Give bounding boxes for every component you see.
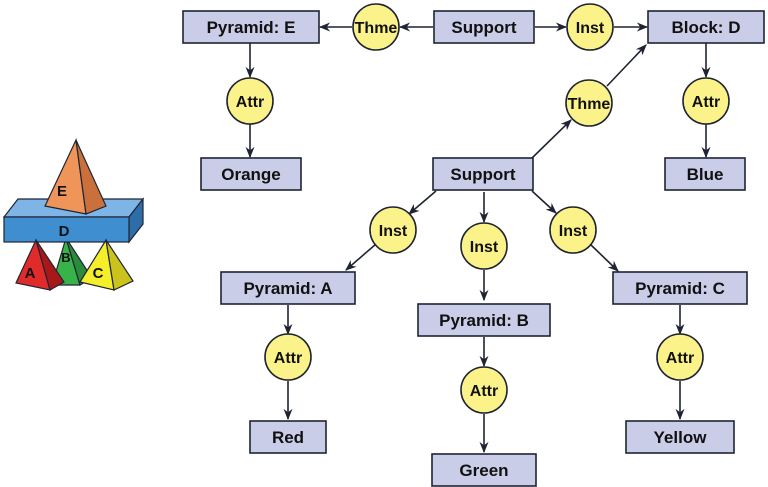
node-orange: Orange (200, 157, 302, 191)
svg-text:Attr: Attr (470, 383, 498, 400)
node-pyramid-c: Pyramid: C (612, 271, 748, 305)
relation-inst-a: Inst (369, 206, 417, 254)
svg-text:Thme: Thme (568, 96, 611, 113)
node-green: Green (431, 453, 537, 487)
svg-text:Block: D: Block: D (672, 18, 741, 37)
svg-text:Blue: Blue (687, 165, 724, 184)
svg-text:Support: Support (450, 165, 515, 184)
relation-attr-a: Attr (264, 333, 312, 381)
node-red: Red (249, 420, 327, 454)
svg-text:Attr: Attr (274, 350, 302, 367)
svg-text:Red: Red (272, 428, 304, 447)
relation-inst-top: Inst (566, 3, 614, 51)
svg-text:Pyramid: B: Pyramid: B (439, 311, 529, 330)
relation-attr-b: Attr (460, 366, 508, 414)
node-pyramid-e: Pyramid: E (182, 10, 320, 44)
edge-inst-c-pyramid-c (589, 243, 619, 272)
svg-text:Orange: Orange (221, 165, 281, 184)
edge-support-inst-a (408, 190, 437, 215)
node-yellow: Yellow (625, 420, 735, 454)
svg-text:Attr: Attr (236, 94, 264, 111)
svg-text:Pyramid: C: Pyramid: C (635, 279, 725, 298)
relation-attr-d: Attr (682, 77, 730, 125)
scene-label-e: E (57, 183, 67, 200)
pyramid-e-shape (44, 137, 107, 215)
relation-attr-e: Attr (226, 77, 274, 125)
relation-thme-top: Thme (352, 3, 400, 51)
relation-inst-b: Inst (460, 222, 508, 270)
edge-thme-block-d (606, 44, 647, 87)
node-support-mid: Support (432, 157, 534, 191)
scene-label-a: A (25, 265, 36, 282)
edge-support-thme-mid (531, 119, 572, 159)
svg-text:Thme: Thme (355, 20, 398, 37)
svg-text:Yellow: Yellow (654, 428, 708, 447)
scene-label-c: C (93, 265, 104, 282)
concept-nodes: Pyramid: E Support Block: D Orange Blue … (182, 10, 765, 487)
svg-text:Inst: Inst (379, 223, 408, 240)
scene-illustration: E D A B C (2, 137, 145, 291)
svg-text:Attr: Attr (666, 350, 694, 367)
relation-thme-mid: Thme (565, 79, 613, 127)
relation-attr-c: Attr (656, 333, 704, 381)
svg-text:Support: Support (451, 18, 516, 37)
edge-support-inst-c (531, 190, 557, 214)
node-pyramid-a: Pyramid: A (220, 271, 356, 305)
pyramid-c-shape (79, 238, 134, 291)
relation-inst-c: Inst (549, 206, 597, 254)
svg-text:Pyramid: A: Pyramid: A (243, 279, 332, 298)
svg-text:Inst: Inst (576, 20, 605, 37)
scene-label-b: B (61, 250, 70, 265)
node-blue: Blue (664, 157, 746, 191)
node-support-top: Support (433, 10, 535, 44)
svg-text:Inst: Inst (470, 239, 499, 256)
node-block-d: Block: D (647, 10, 765, 44)
scene-label-d: D (59, 223, 70, 240)
svg-text:Green: Green (459, 461, 508, 480)
node-pyramid-b: Pyramid: B (417, 303, 551, 337)
svg-text:Attr: Attr (692, 94, 720, 111)
relation-nodes: Thme Inst Attr Thme Attr Inst Inst Inst (226, 3, 730, 414)
svg-text:Pyramid: E: Pyramid: E (207, 18, 296, 37)
svg-text:Inst: Inst (559, 223, 588, 240)
edge-inst-a-pyramid-a (345, 243, 377, 271)
edges (245, 22, 711, 454)
pyramid-a-shape (15, 238, 65, 291)
